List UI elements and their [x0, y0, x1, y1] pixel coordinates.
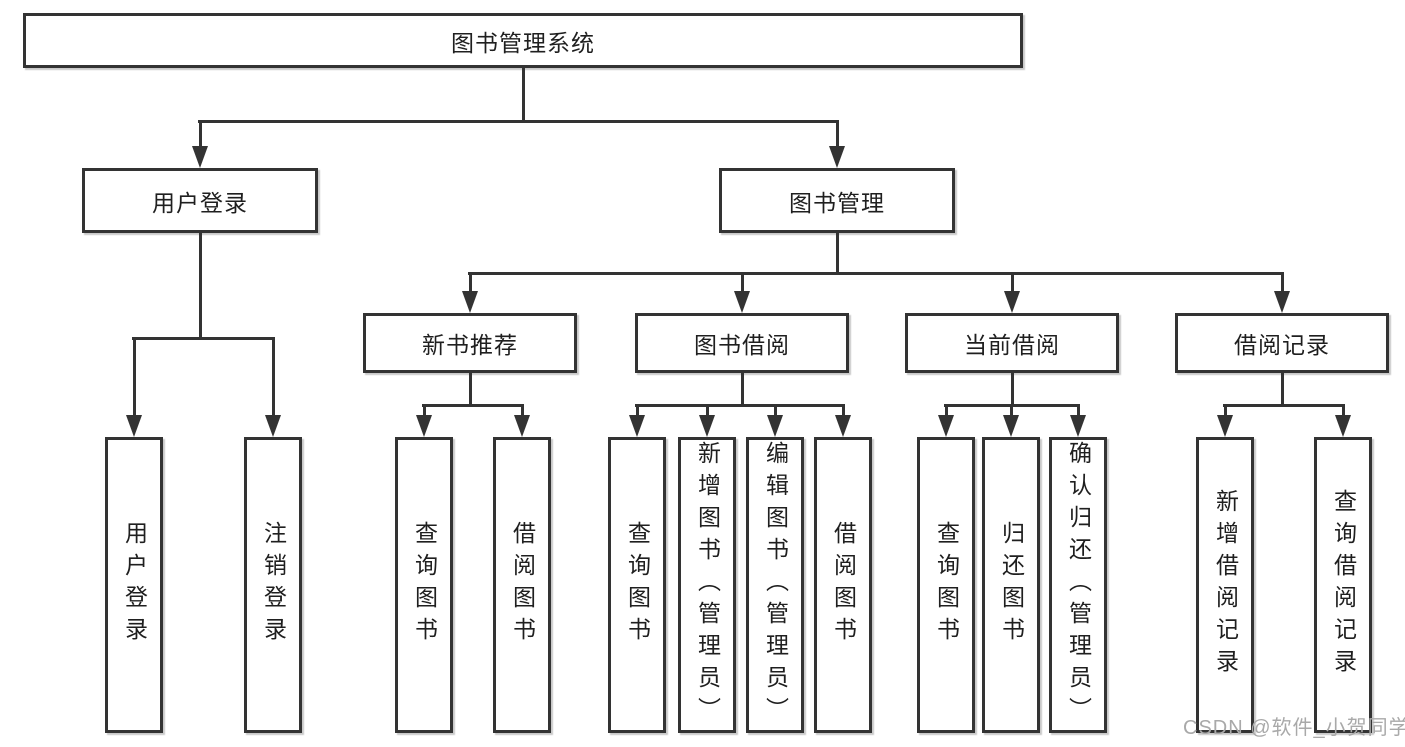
- node-add-book-admin: 新增图书（管理员）: [678, 437, 736, 733]
- node-logout-action: 注销登录: [244, 437, 302, 733]
- connector-arrow-line: [1011, 272, 1014, 294]
- arrow-down-icon: [192, 146, 208, 168]
- node-user-login: 用户登录: [82, 168, 318, 233]
- connector-arrow-line: [945, 404, 948, 418]
- arrow-down-icon: [629, 415, 645, 437]
- arrow-down-icon: [1335, 415, 1351, 437]
- arrow-down-icon: [1217, 415, 1233, 437]
- node-borrow-records: 借阅记录: [1175, 313, 1389, 373]
- node-borrow-books-recommend: 借阅图书: [493, 437, 551, 733]
- connector-arrow-line: [842, 404, 845, 418]
- arrow-down-icon: [1070, 415, 1086, 437]
- node-user-login-action: 用户登录: [105, 437, 163, 733]
- arrow-down-icon: [829, 146, 845, 168]
- connector-arrow-line: [1281, 272, 1284, 294]
- node-label: 借阅图书: [830, 521, 857, 649]
- node-book-borrow: 图书借阅: [635, 313, 849, 373]
- node-label: 查询图书: [933, 521, 960, 649]
- node-book-management: 图书管理: [719, 168, 955, 233]
- connector-borrow-records-rail: [1223, 404, 1345, 407]
- connector-arrow-line: [774, 404, 777, 418]
- connector-new-rec-stem: [469, 373, 472, 407]
- connector-arrow-line: [423, 404, 426, 418]
- connector-arrow-line: [521, 404, 524, 418]
- arrow-down-icon: [1004, 291, 1020, 313]
- connector-arrow-line: [836, 120, 839, 150]
- node-label: 查询图书: [411, 521, 438, 649]
- node-query-books-current: 查询图书: [917, 437, 975, 733]
- arrow-down-icon: [699, 415, 715, 437]
- node-root: 图书管理系统: [23, 13, 1023, 68]
- connector-arrow-line: [1010, 404, 1013, 418]
- node-new-book-recommend: 新书推荐: [363, 313, 577, 373]
- node-label: 用户登录: [121, 521, 148, 649]
- connector-arrow-line: [133, 337, 136, 417]
- node-confirm-return-admin: 确认归还（管理员）: [1049, 437, 1107, 733]
- node-query-books-borrow: 查询图书: [608, 437, 666, 733]
- node-current-borrow: 当前借阅: [905, 313, 1119, 373]
- connector-root-stem: [522, 68, 525, 122]
- connector-borrow-records-stem: [1281, 373, 1284, 407]
- connector-arrow-line: [272, 337, 275, 417]
- arrow-down-icon: [734, 291, 750, 313]
- connector-book-mgmt-rail: [468, 272, 1284, 275]
- csdn-watermark: CSDN @软件_小贺同学: [1183, 717, 1405, 739]
- connector-arrow-line: [1342, 404, 1345, 418]
- node-label: 查询借阅记录: [1330, 489, 1357, 681]
- arrow-down-icon: [265, 415, 281, 437]
- node-return-book: 归还图书: [982, 437, 1040, 733]
- connector-arrow-line: [1224, 404, 1227, 418]
- connector-book-borrow-rail: [635, 404, 845, 407]
- arrow-down-icon: [1274, 291, 1290, 313]
- arrow-down-icon: [938, 415, 954, 437]
- connector-arrow-line: [469, 272, 472, 294]
- connector-book-borrow-stem: [741, 373, 744, 407]
- node-label: 归还图书: [998, 521, 1025, 649]
- node-add-borrow-record: 新增借阅记录: [1196, 437, 1254, 733]
- connector-arrow-line: [706, 404, 709, 418]
- node-query-books-recommend: 查询图书: [395, 437, 453, 733]
- connector-arrow-line: [636, 404, 639, 418]
- arrow-down-icon: [514, 415, 530, 437]
- node-query-borrow-record: 查询借阅记录: [1314, 437, 1372, 733]
- node-label: 注销登录: [260, 521, 287, 649]
- connector-new-rec-rail: [422, 404, 524, 407]
- node-label: 新增借阅记录: [1212, 489, 1239, 681]
- arrow-down-icon: [462, 291, 478, 313]
- arrow-down-icon: [416, 415, 432, 437]
- connector-book-mgmt-stem: [836, 233, 839, 274]
- node-label: 借阅图书: [509, 521, 536, 649]
- arrow-down-icon: [126, 415, 142, 437]
- connector-current-borrow-stem: [1011, 373, 1014, 407]
- arrow-down-icon: [835, 415, 851, 437]
- connector-user-login-rail: [132, 337, 275, 340]
- node-label: 新增图书（管理员）: [694, 441, 721, 729]
- connector-root-rail: [198, 120, 839, 123]
- arrow-down-icon: [1003, 415, 1019, 437]
- connector-user-login-stem: [199, 233, 202, 340]
- node-label: 编辑图书（管理员）: [762, 441, 789, 729]
- node-label: 确认归还（管理员）: [1065, 441, 1092, 729]
- connector-arrow-line: [741, 272, 744, 294]
- arrow-down-icon: [767, 415, 783, 437]
- node-edit-book-admin: 编辑图书（管理员）: [746, 437, 804, 733]
- node-label: 查询图书: [624, 521, 651, 649]
- connector-arrow-line: [199, 120, 202, 150]
- connector-arrow-line: [1077, 404, 1080, 418]
- node-borrow-books-action: 借阅图书: [814, 437, 872, 733]
